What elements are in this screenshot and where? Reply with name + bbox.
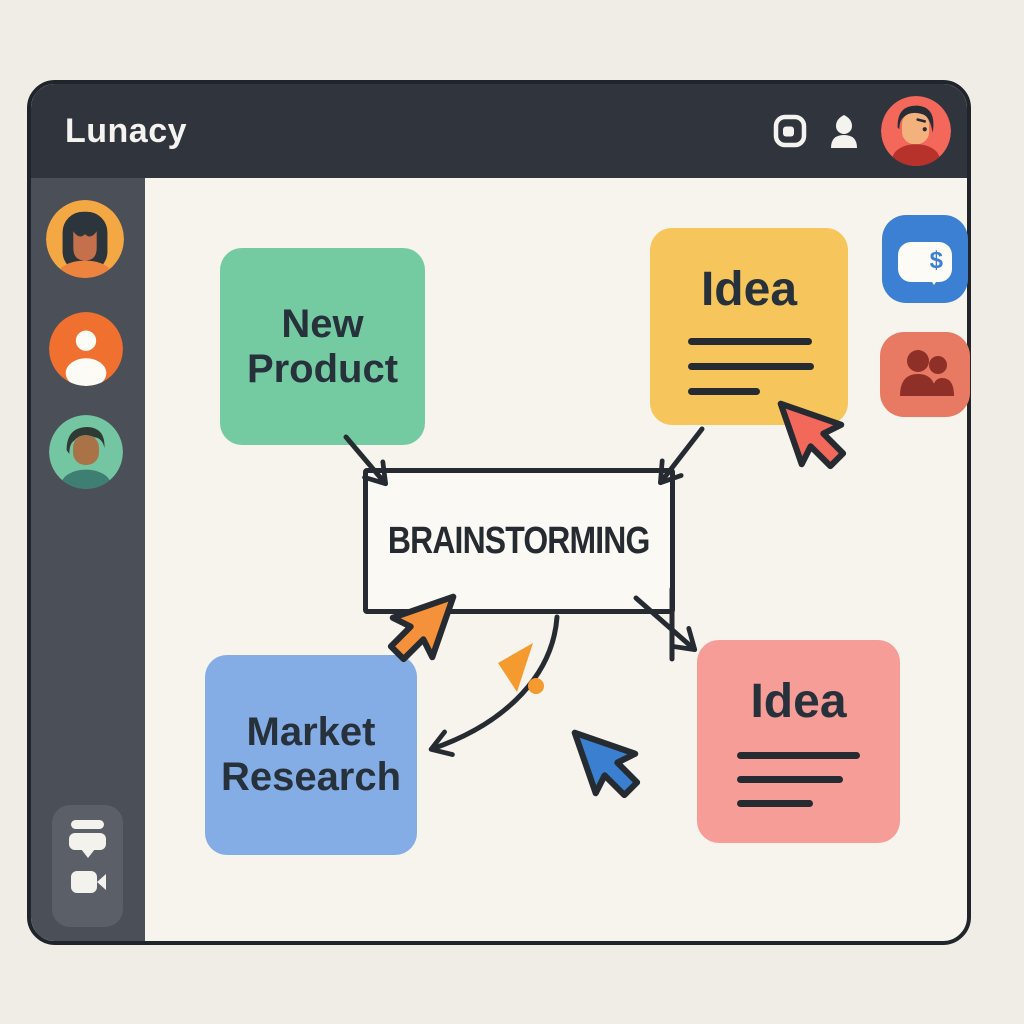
male-avatar-image: [49, 415, 123, 489]
speech-bubble-icon: $: [898, 242, 952, 285]
video-call-icon[interactable]: [68, 870, 108, 894]
note-label: Idea: [750, 675, 847, 728]
people-icon: [900, 350, 954, 396]
central-node-brainstorming[interactable]: BRAINSTORMING: [363, 468, 675, 614]
collaborators-sidebar: [31, 178, 145, 941]
frame-icon[interactable]: [773, 114, 807, 148]
user-avatar[interactable]: [881, 96, 951, 166]
dollar-glyph: $: [929, 247, 943, 274]
sticky-note-new-product[interactable]: New Product: [220, 248, 425, 445]
sticky-note-idea-bottom[interactable]: Idea: [697, 640, 900, 843]
note-placeholder-lines: [688, 338, 814, 395]
silhouette-avatar-image: [49, 312, 123, 386]
sticky-note-idea-top[interactable]: Idea: [650, 228, 848, 425]
central-node-label: BRAINSTORMING: [388, 519, 650, 562]
communication-dock: [52, 805, 123, 927]
collaborator-avatar-female[interactable]: [46, 200, 124, 278]
collaborator-avatar-silhouette[interactable]: [49, 312, 123, 386]
user-avatar-image: [881, 96, 951, 166]
user-icon[interactable]: [827, 112, 861, 150]
note-label: Idea: [700, 263, 798, 316]
chat-icon[interactable]: [66, 818, 110, 860]
note-placeholder-lines: [737, 752, 860, 807]
people-widget[interactable]: [880, 332, 970, 417]
app-window: Lunacy: [27, 80, 971, 945]
note-label: New Product: [246, 301, 399, 391]
sticky-note-market-research[interactable]: Market Research: [205, 655, 417, 855]
note-label: Market Research: [220, 710, 402, 799]
app-title: Lunacy: [65, 111, 188, 150]
female-avatar-image: [46, 200, 124, 278]
comment-dollar-widget[interactable]: $: [882, 215, 968, 303]
top-bar: Lunacy: [31, 84, 967, 178]
collaborator-avatar-male[interactable]: [49, 415, 123, 489]
top-bar-actions: [773, 84, 951, 178]
